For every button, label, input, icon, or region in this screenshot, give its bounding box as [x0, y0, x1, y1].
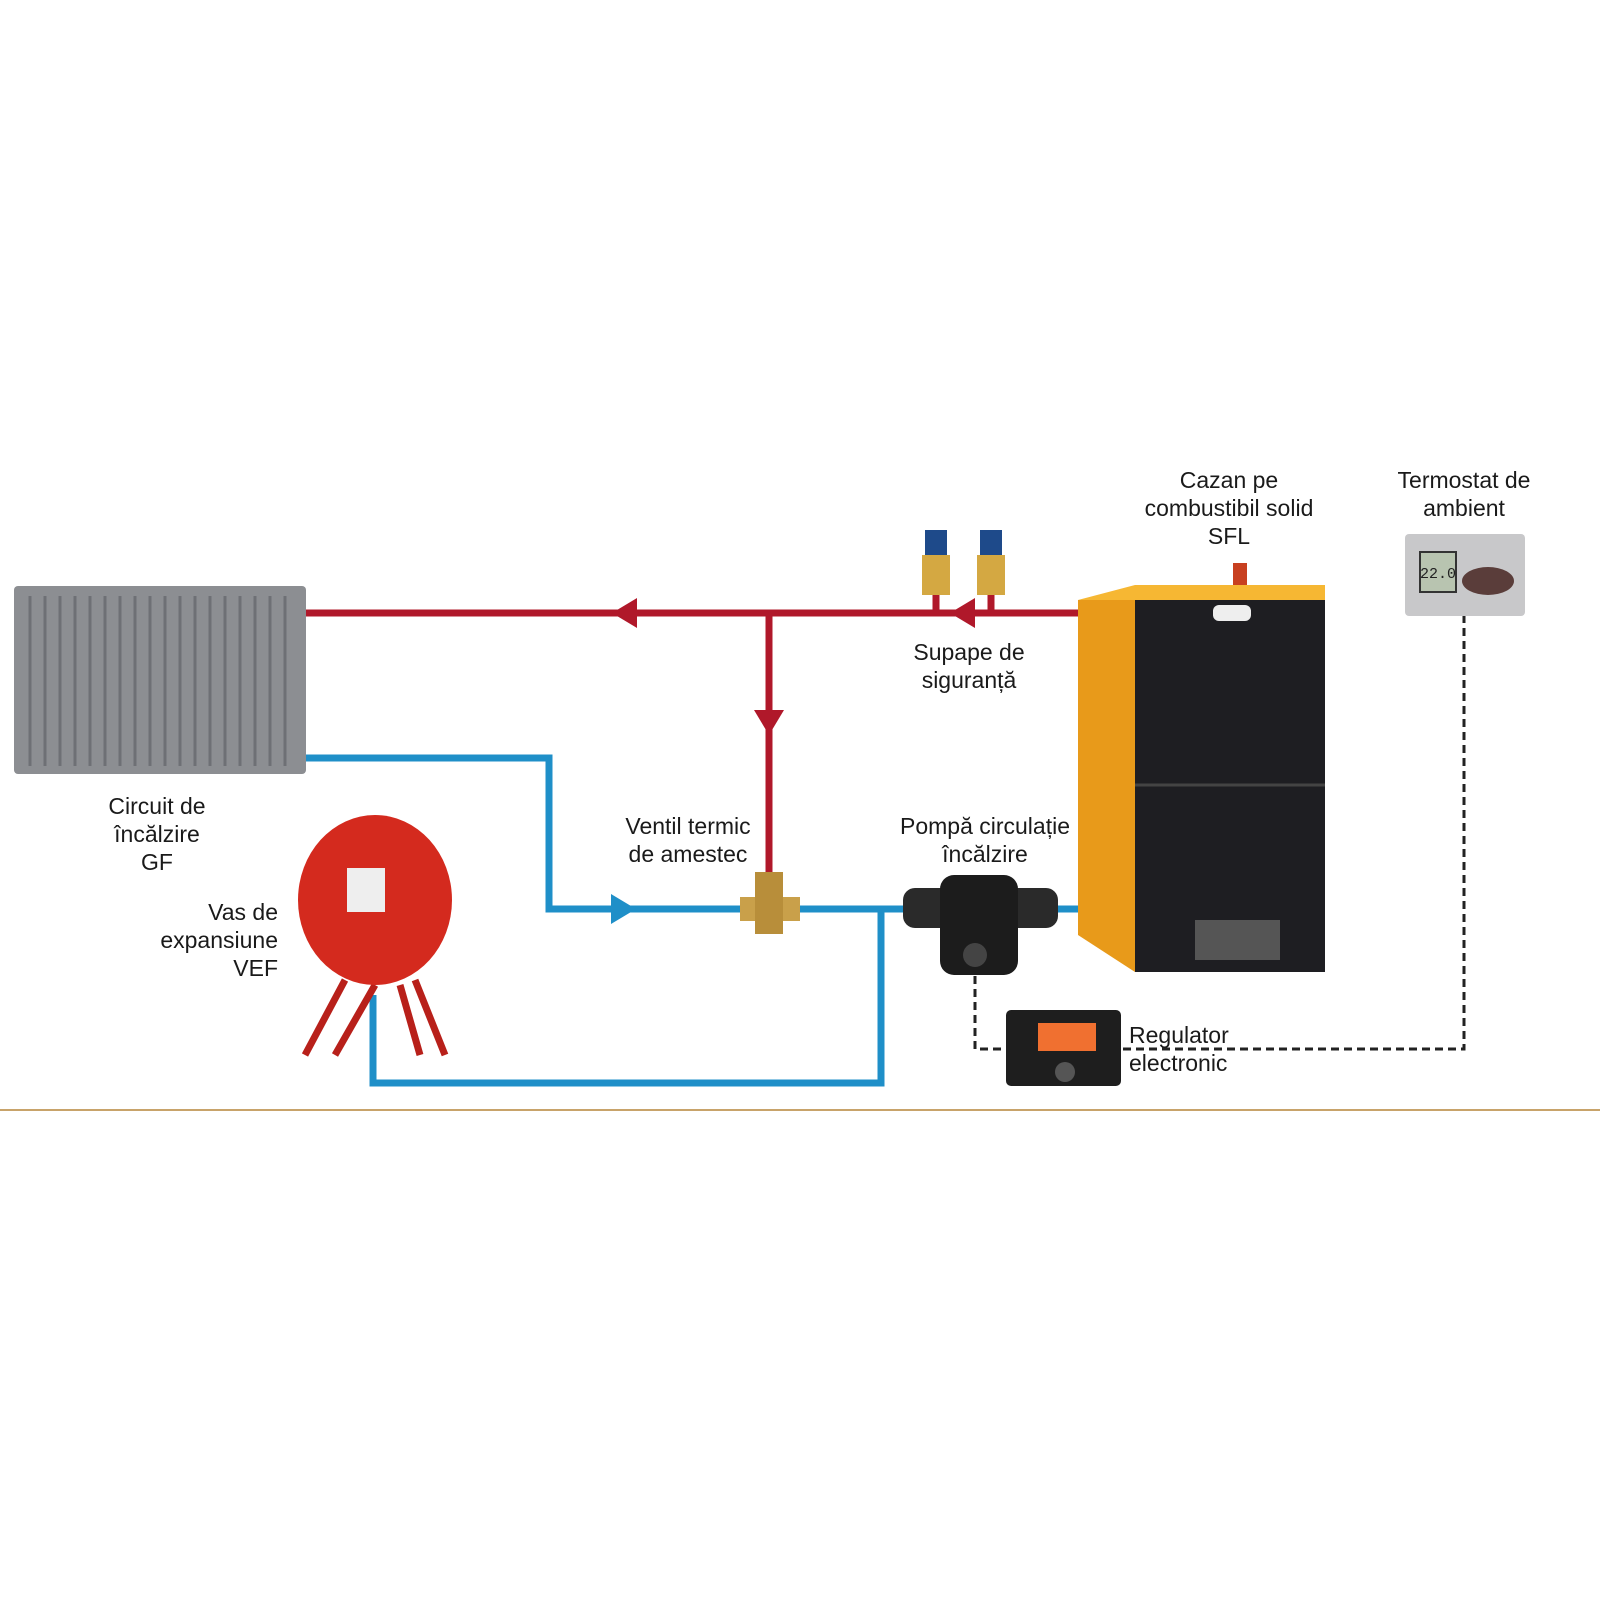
electronic-regulator: [1006, 1010, 1121, 1086]
label-line: Termostat de: [1397, 467, 1531, 493]
label-line: Cazan pe: [1179, 467, 1279, 493]
boiler: [1078, 563, 1325, 972]
label-safety-valves: Supape de siguranță: [913, 638, 1024, 694]
label-expansion-vessel: Vas de expansiune VEF: [160, 898, 278, 982]
control-wire: [973, 615, 1466, 1051]
mixing-valve: [740, 872, 800, 934]
circulation-pump: [903, 875, 1058, 975]
room-thermostat: 22.0: [1405, 534, 1525, 616]
label-line: ambient: [1423, 495, 1505, 521]
label-line: electronic: [1129, 1050, 1228, 1076]
label-mixing-valve: Ventil termic de amestec: [625, 812, 750, 868]
radiator: [14, 586, 306, 774]
label-line: încălzire: [114, 821, 200, 847]
expansion-vessel: [298, 815, 452, 1057]
label-pump: Pompă circulație încălzire: [900, 812, 1070, 868]
label-line: Ventil termic: [625, 813, 751, 839]
label-line: SFL: [1207, 523, 1251, 549]
label-line: GF: [141, 849, 173, 875]
label-radiator: Circuit de încălzire GF: [108, 792, 205, 876]
safety-valves: [922, 530, 1005, 595]
label-line: Supape de: [913, 639, 1025, 665]
label-line: Vas de: [208, 899, 278, 925]
thermostat-display: 22.0: [1420, 566, 1456, 583]
label-line: Circuit de: [108, 793, 206, 819]
label-line: încălzire: [942, 841, 1028, 867]
flow-arrow-left: [612, 598, 637, 628]
flow-arrow-right: [611, 894, 636, 924]
flow-arrow-down: [754, 710, 784, 735]
label-line: Regulator: [1129, 1022, 1229, 1048]
label-line: expansiune: [160, 927, 278, 953]
label-line: VEF: [233, 955, 278, 981]
label-line: combustibil solid: [1144, 495, 1314, 521]
label-line: siguranță: [921, 667, 1017, 693]
label-regulator: Regulator electronic: [1129, 1021, 1229, 1077]
label-line: Pompă circulație: [899, 813, 1071, 839]
label-thermostat: Termostat de ambient: [1398, 466, 1531, 522]
label-boiler: Cazan pe combustibil solid SFL: [1145, 466, 1314, 550]
flow-arrow-left: [950, 598, 975, 628]
label-line: de amestec: [628, 841, 748, 867]
